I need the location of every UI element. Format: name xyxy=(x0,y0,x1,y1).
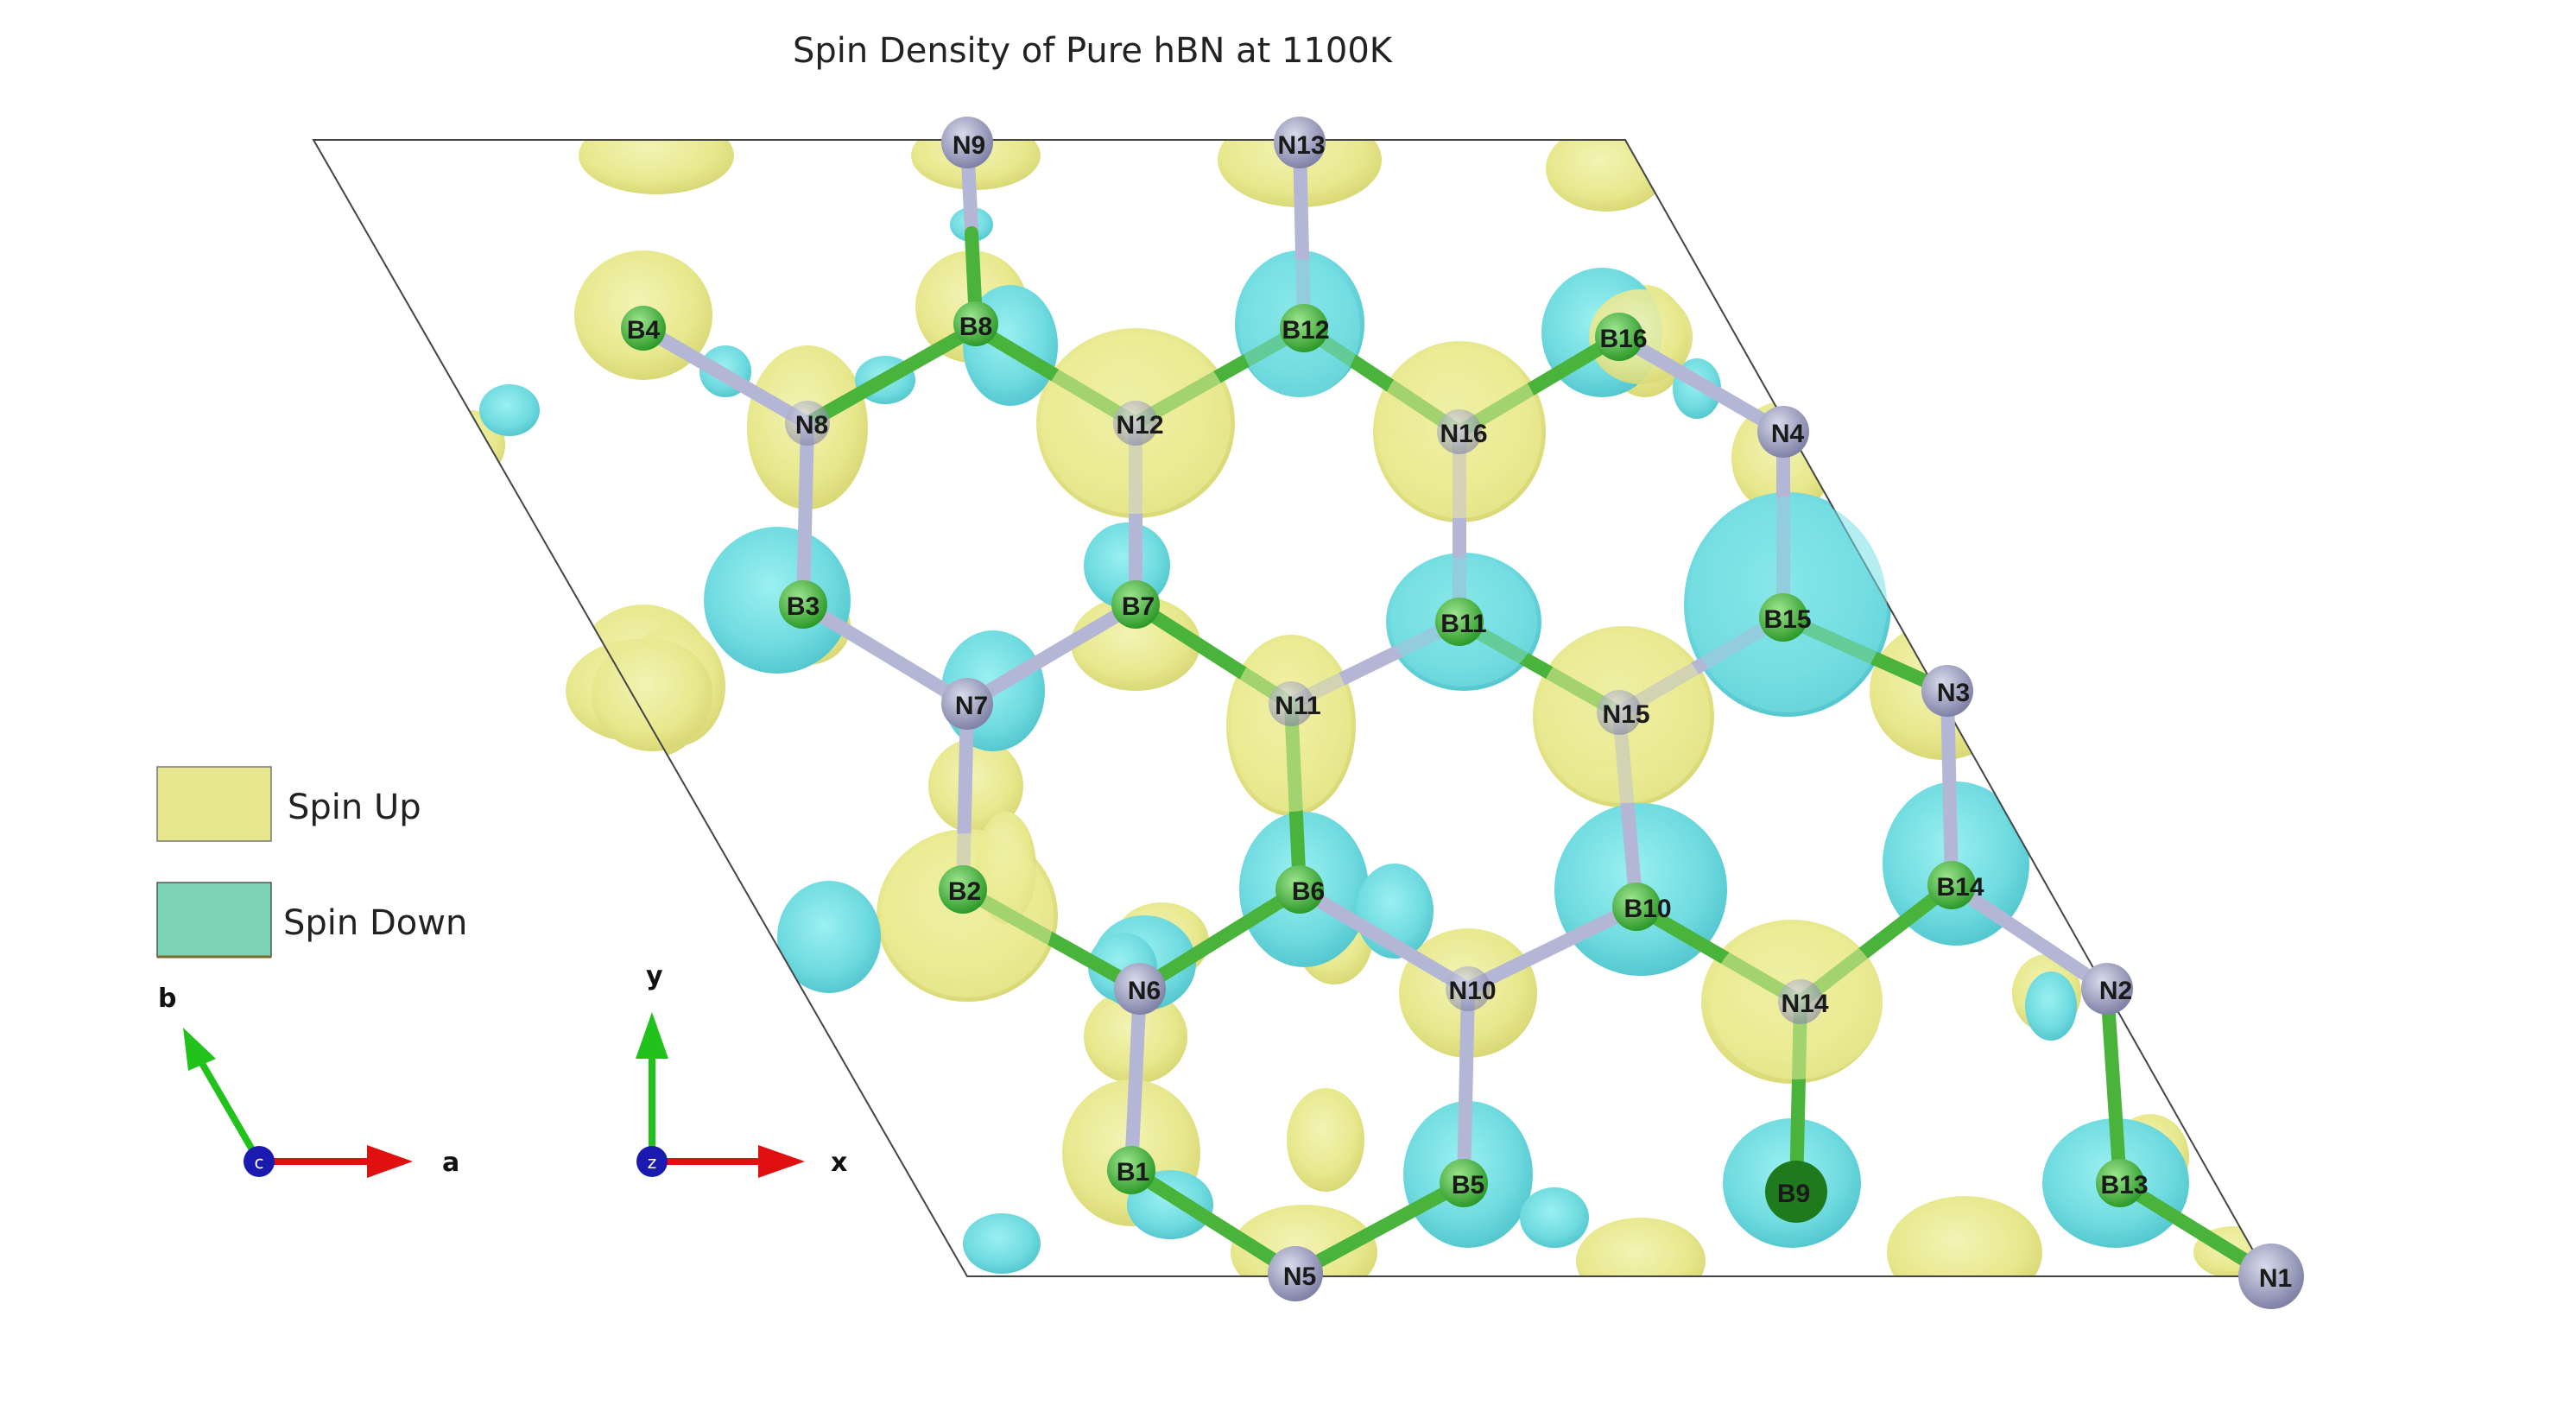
legend: Spin Up Spin Down xyxy=(156,766,467,959)
atom-N6 xyxy=(1114,963,1166,1015)
atom-N16 xyxy=(1437,409,1482,454)
label-N1: N1 xyxy=(2259,1264,2292,1293)
atom-N5 xyxy=(1268,1246,1323,1301)
label-N13: N13 xyxy=(1277,131,1325,160)
label-B7: B7 xyxy=(1122,592,1155,621)
label-N4: N4 xyxy=(1771,420,1805,448)
atom-N8 xyxy=(785,401,830,446)
axis-y-label: y xyxy=(646,961,663,991)
label-N9: N9 xyxy=(953,131,985,160)
atom-B8 xyxy=(953,301,998,346)
atom-B2 xyxy=(939,865,987,914)
atom-N15 xyxy=(1597,690,1642,735)
nitrogen-atoms xyxy=(785,117,2304,1309)
legend-label-spin-down: Spin Down xyxy=(283,903,467,943)
atom-B12 xyxy=(1280,304,1328,352)
label-N11: N11 xyxy=(1275,692,1320,720)
label-B13: B13 xyxy=(2100,1171,2148,1199)
atom-N7 xyxy=(941,678,993,730)
axis-y-arrowhead xyxy=(636,1012,668,1059)
atom-N13 xyxy=(1274,117,1326,168)
axis-c-label: c xyxy=(255,1152,264,1173)
axis-b-line xyxy=(197,1058,263,1164)
label-N6: N6 xyxy=(1128,977,1161,1005)
atom-N10 xyxy=(1446,966,1491,1011)
label-N8: N8 xyxy=(795,411,828,440)
label-N14: N14 xyxy=(1781,990,1828,1018)
figure-title: Spin Density of Pure hBN at 1100K xyxy=(793,31,1394,71)
label-B16: B16 xyxy=(1599,325,1647,353)
bonds xyxy=(636,136,2287,1285)
boron-atoms xyxy=(621,301,2144,1223)
label-B2: B2 xyxy=(948,877,981,906)
label-B10: B10 xyxy=(1623,895,1671,923)
atom-N14 xyxy=(1778,979,1823,1024)
label-B15: B15 xyxy=(1763,605,1811,634)
atom-labels: N9 N13 B4 B8 B12 B16 N8 N12 N16 N4 B3 B7… xyxy=(627,131,2292,1293)
axis-x-label: x xyxy=(831,1148,847,1178)
axis-x-arrowhead xyxy=(758,1145,805,1178)
atom-B14 xyxy=(1927,861,1976,909)
legend-label-spin-up: Spin Up xyxy=(288,788,421,827)
label-N3: N3 xyxy=(1937,679,1970,707)
atom-B4 xyxy=(621,306,666,351)
atom-B3 xyxy=(779,580,827,629)
legend-swatch-spin-up xyxy=(156,766,272,842)
atom-B9 xyxy=(1765,1161,1827,1223)
label-B8: B8 xyxy=(959,313,992,341)
axis-z-label: z xyxy=(648,1152,657,1173)
atom-B1 xyxy=(1107,1146,1155,1194)
label-N10: N10 xyxy=(1448,977,1496,1005)
axis-c-dot xyxy=(244,1146,275,1177)
label-N5: N5 xyxy=(1283,1263,1316,1291)
lattice-axes: b a c xyxy=(158,984,459,1178)
atom-B7 xyxy=(1111,580,1160,629)
label-N2: N2 xyxy=(2099,977,2132,1005)
atom-N12 xyxy=(1113,401,1158,446)
label-B6: B6 xyxy=(1292,877,1325,906)
label-N15: N15 xyxy=(1602,700,1649,729)
atom-B10 xyxy=(1612,883,1661,931)
axis-b-arrowhead xyxy=(183,1028,216,1071)
atom-B5 xyxy=(1440,1159,1488,1207)
atom-B6 xyxy=(1275,865,1324,914)
axis-b-label: b xyxy=(158,984,176,1014)
atom-B13 xyxy=(2096,1159,2144,1207)
label-N7: N7 xyxy=(955,692,988,720)
label-B11: B11 xyxy=(1440,610,1486,638)
label-N16: N16 xyxy=(1440,420,1487,448)
cartesian-axes: y x z xyxy=(636,961,847,1178)
isosurface-lobes xyxy=(436,140,2268,1276)
label-B9: B9 xyxy=(1777,1180,1810,1208)
axis-a-label: a xyxy=(442,1148,459,1178)
label-B14: B14 xyxy=(1936,873,1984,902)
atom-B15 xyxy=(1759,593,1807,642)
axis-a-arrowhead xyxy=(367,1145,413,1178)
label-B5: B5 xyxy=(1452,1171,1484,1199)
atom-B11 xyxy=(1435,598,1484,646)
axis-z-dot xyxy=(636,1146,668,1177)
label-B12: B12 xyxy=(1282,316,1329,345)
atom-B16 xyxy=(1595,313,1643,361)
atom-N3 xyxy=(1921,665,1973,717)
legend-swatch-spin-down xyxy=(156,882,272,958)
atom-N1 xyxy=(2238,1244,2304,1309)
label-B4: B4 xyxy=(627,316,661,345)
label-N12: N12 xyxy=(1116,411,1163,440)
atom-N2 xyxy=(2081,963,2133,1015)
atom-N4 xyxy=(1757,406,1809,458)
atom-N11 xyxy=(1269,681,1313,726)
label-B3: B3 xyxy=(787,592,820,621)
atom-N9 xyxy=(941,117,993,168)
label-B1: B1 xyxy=(1117,1158,1149,1187)
